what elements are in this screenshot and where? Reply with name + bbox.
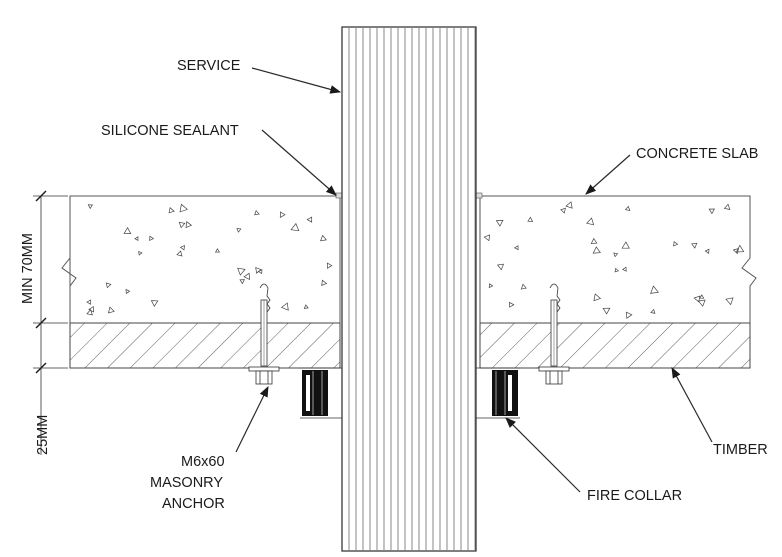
- aggregate-speck: [697, 299, 706, 307]
- aggregate-speck: [326, 262, 333, 269]
- aggregate-speck: [134, 236, 139, 242]
- aggregate-speck: [704, 248, 710, 254]
- aggregate-speck: [176, 250, 183, 257]
- fire-collar-left: [300, 367, 342, 419]
- aggregate-speck: [303, 304, 309, 309]
- aggregate-speck: [723, 203, 731, 210]
- dimension-25mm: [33, 323, 68, 455]
- aggregate-speck: [306, 216, 313, 223]
- silicone-sealant-leader: [261, 129, 337, 196]
- right-timber-layer: [479, 322, 751, 369]
- aggregate-speck: [602, 307, 611, 315]
- aggregate-speck: [280, 302, 289, 311]
- aggregate-speck: [691, 242, 698, 249]
- aggregate-speck: [215, 248, 221, 253]
- left-timber-layer: [69, 322, 341, 369]
- aggregate-speck: [650, 285, 659, 294]
- aggregate-speck: [622, 266, 627, 272]
- concrete-slab-leader: [585, 154, 631, 195]
- aggregate-speck: [735, 244, 745, 253]
- aggregate-speck: [624, 205, 631, 211]
- aggregate-speck: [650, 308, 656, 314]
- concrete-slab-label: CONCRETE SLAB: [636, 146, 758, 162]
- aggregate-speck: [693, 295, 701, 303]
- anchor-label-line1: M6x60: [181, 454, 225, 470]
- aggregate-speck: [673, 240, 679, 247]
- aggregate-speck: [488, 283, 494, 289]
- aggregate-speck: [590, 237, 598, 245]
- aggregate-speck: [179, 245, 185, 251]
- aggregate-speck: [320, 234, 327, 242]
- aggregate-speck: [496, 263, 505, 271]
- right-concrete-slab: [479, 195, 757, 324]
- aggregate-speck: [592, 246, 601, 254]
- aggregate-speck: [321, 279, 328, 287]
- silicone-sealant-left: [335, 192, 343, 199]
- aggregate-speck: [105, 282, 112, 289]
- aggregate-speck: [626, 311, 633, 319]
- aggregate-speck: [254, 210, 260, 216]
- anchor-label-line2: MASONRY: [150, 475, 223, 491]
- aggregate-speck: [255, 267, 262, 274]
- aggregate-speck: [125, 288, 131, 295]
- aggregate-speck: [483, 234, 491, 242]
- fire-collar-right: [476, 367, 520, 419]
- 25mm-label: 25MM: [35, 415, 51, 455]
- aggregate-speck: [725, 297, 734, 306]
- aggregate-speck: [621, 241, 630, 249]
- aggregate-speck: [185, 221, 193, 229]
- min-70mm-label: MIN 70MM: [20, 233, 36, 304]
- silicone-sealant-right: [475, 192, 483, 199]
- aggregate-speck: [613, 252, 619, 258]
- left-concrete-slab: [61, 195, 341, 324]
- fire-collar-label: FIRE COLLAR: [587, 488, 682, 504]
- anchor-label-line3: ANCHOR: [162, 496, 225, 512]
- silicone-sealant-label: SILICONE SEALANT: [101, 123, 239, 139]
- dimension-min-70mm: [33, 190, 68, 329]
- aggregate-speck: [495, 220, 504, 227]
- aggregate-speck: [150, 300, 159, 307]
- aggregate-speck: [593, 293, 602, 302]
- aggregate-speck: [179, 203, 188, 213]
- concrete-aggregate-left: [86, 203, 333, 316]
- aggregate-speck: [236, 228, 242, 233]
- fire-collar-leader: [505, 417, 581, 493]
- concrete-aggregate-right: [483, 201, 745, 319]
- aggregate-speck: [509, 301, 515, 308]
- aggregate-speck: [108, 306, 115, 314]
- aggregate-speck: [732, 247, 739, 255]
- timber-leader: [671, 367, 713, 443]
- timber-label: TIMBER: [713, 442, 768, 458]
- service-leader: [251, 67, 342, 94]
- aggregate-speck: [239, 279, 245, 285]
- aggregate-speck: [520, 283, 527, 290]
- aggregate-speck: [586, 217, 595, 226]
- anchor-leader: [235, 386, 269, 453]
- aggregate-speck: [699, 294, 705, 299]
- masonry-anchor-left: [248, 283, 280, 385]
- aggregate-speck: [279, 211, 286, 219]
- aggregate-speck: [708, 208, 715, 215]
- aggregate-speck: [614, 267, 620, 273]
- aggregate-speck: [86, 299, 92, 305]
- masonry-anchor-right: [538, 283, 570, 385]
- aggregate-speck: [560, 207, 566, 214]
- aggregate-speck: [243, 272, 250, 280]
- aggregate-speck: [123, 226, 132, 234]
- aggregate-speck: [237, 267, 246, 276]
- aggregate-speck: [87, 204, 94, 210]
- aggregate-speck: [290, 222, 300, 232]
- aggregate-speck: [565, 201, 573, 209]
- aggregate-speck: [168, 207, 175, 214]
- aggregate-speck: [86, 308, 93, 316]
- service-pipe: [341, 26, 477, 552]
- service-label: SERVICE: [177, 58, 241, 74]
- aggregate-speck: [149, 235, 155, 241]
- aggregate-speck: [527, 216, 534, 222]
- aggregate-speck: [178, 221, 186, 229]
- aggregate-speck: [138, 250, 143, 256]
- aggregate-speck: [514, 245, 519, 251]
